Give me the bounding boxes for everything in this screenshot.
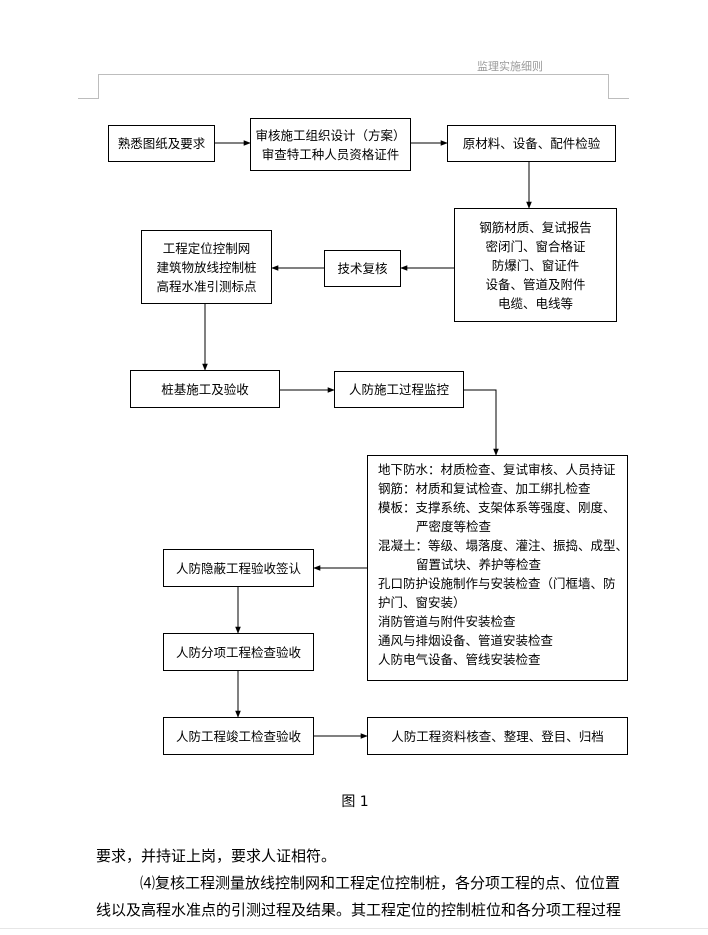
- margin-mark-left: [78, 74, 99, 99]
- node-text: 桩基施工及验收: [161, 381, 249, 397]
- body-text-line: ⑷复核工程测量放线控制网和工程定位控制桩，各分项工程的点、位位置: [140, 874, 621, 892]
- flow-node-material-inspection: 原材料、设备、配件检验: [447, 125, 616, 162]
- node-text: 密闭门、窗合格证: [485, 238, 586, 254]
- node-text: 严密度等检查: [416, 519, 492, 534]
- flow-node-concealed-acceptance: 人防隐蔽工程验收签认: [163, 549, 314, 587]
- node-text: 电缆、电线等: [497, 295, 573, 311]
- node-text: 消防管道与附件安装检查: [378, 614, 516, 629]
- node-text: 人防分项工程检查验收: [175, 644, 301, 660]
- node-text: 孔口防护设施制作与安装检查（门框墙、防: [378, 576, 616, 591]
- flow-node-survey-control: 工程定位控制网 建筑物放线控制桩 高程水准引测标点: [141, 230, 272, 304]
- node-text: 人防施工过程监控: [348, 382, 449, 397]
- flow-node-construction-monitoring: 人防施工过程监控: [334, 371, 464, 408]
- running-header: 监理实施细则: [477, 60, 543, 73]
- node-text: 审查特工种人员资格证件: [261, 146, 400, 162]
- node-text: 地下防水：材质检查、复试审核、人员持证: [378, 462, 616, 477]
- node-text: 设备、管道及附件: [485, 276, 586, 292]
- body-text-line: 线以及高程水准点的引测过程及结果。其工程定位的控制桩位和各分项工程过程: [96, 901, 622, 919]
- body-text-line: 要求，并持证上岗，要求人证相符。: [96, 847, 337, 865]
- flow-node-archive: 人防工程资料核查、整理、登目、归档: [367, 717, 628, 755]
- node-text: 技术复核: [337, 261, 388, 276]
- figure-caption: 图 1: [341, 794, 369, 810]
- node-text: 混凝土：等级、塌落度、灌注、振捣、成型、: [378, 538, 629, 553]
- node-text: 留置试块、养护等检查: [416, 557, 542, 572]
- node-text: 人防隐蔽工程验收签认: [175, 560, 301, 576]
- margin-mark-right: [608, 74, 629, 99]
- node-text: 钢筋：材质和复试检查、加工绑扎检查: [378, 481, 591, 496]
- node-text: 护门、窗安装）: [378, 595, 466, 610]
- flow-node-pile-foundation: 桩基施工及验收: [130, 370, 280, 408]
- page-bottom-edge: [0, 928, 708, 929]
- flow-node-completion-acceptance: 人防工程竣工检查验收: [163, 717, 314, 755]
- node-text: 钢筋材质、复试报告: [479, 219, 592, 235]
- header-rule: [98, 74, 608, 75]
- arrow-n8-n9: [464, 389, 499, 456]
- flow-node-subitem-acceptance: 人防分项工程检查验收: [163, 633, 314, 671]
- node-text: 原材料、设备、配件检验: [462, 136, 601, 151]
- node-text: 防爆门、窗证件: [491, 257, 580, 273]
- flow-node-technical-review: 技术复核: [324, 250, 401, 287]
- node-text: 建筑物放线控制桩: [156, 259, 257, 275]
- flow-node-review-design: 审核施工组织设计（方案） 审查特工种人员资格证件: [250, 118, 411, 171]
- node-text: 人防电气设备、管线安装检查: [378, 652, 541, 667]
- node-text: 人防工程竣工检查验收: [175, 728, 301, 744]
- node-text: 熟悉图纸及要求: [117, 136, 206, 151]
- flow-node-inspection-details: 地下防水：材质检查、复试审核、人员持证 钢筋：材质和复试检查、加工绑扎检查 模板…: [367, 455, 628, 681]
- node-text: 审核施工组织设计（方案）: [255, 127, 406, 143]
- node-text: 模板：支撑系统、支架体系等强度、刚度、: [378, 500, 616, 515]
- node-text: 工程定位控制网: [162, 240, 251, 256]
- node-text: 通风与排烟设备、管道安装检查: [378, 633, 554, 648]
- node-text: 人防工程资料核查、整理、登目、归档: [391, 728, 604, 744]
- flow-node-certificates: 钢筋材质、复试报告 密闭门、窗合格证 防爆门、窗证件 设备、管道及附件 电缆、电…: [454, 208, 617, 322]
- node-text: 高程水准引测标点: [156, 278, 257, 294]
- flow-node-study-drawings: 熟悉图纸及要求: [108, 125, 215, 162]
